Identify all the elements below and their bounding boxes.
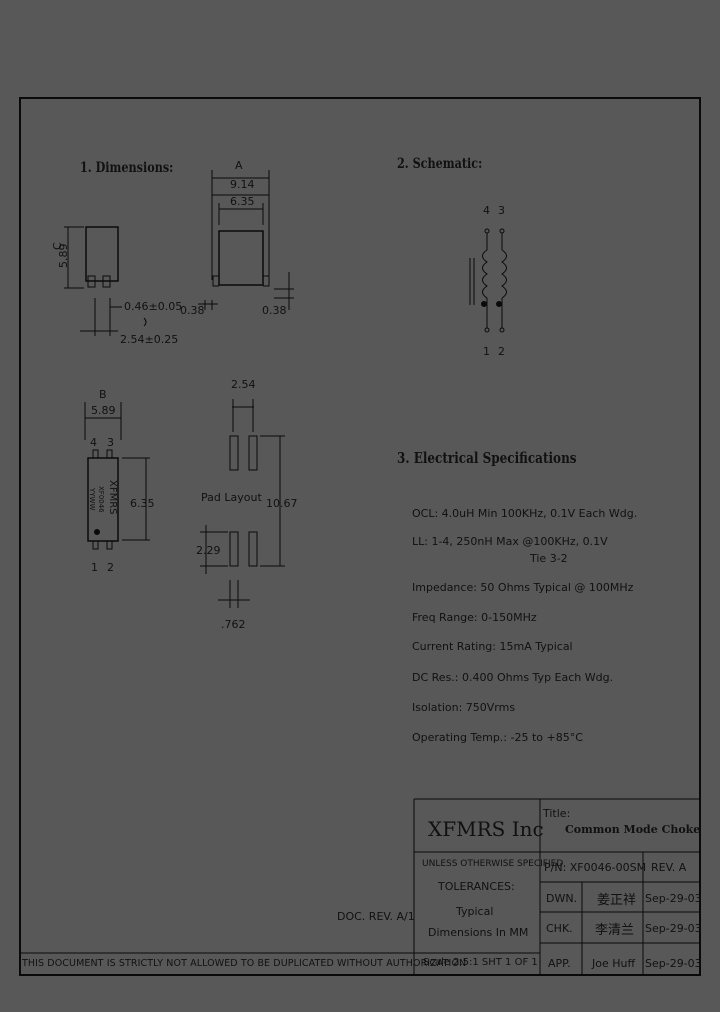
pad-dim-2-29: 2.29	[196, 544, 221, 557]
spec-operating-temp: Operating Temp.: -25 to +85°C	[412, 731, 583, 744]
dim-0-46: 0.46±0.05	[124, 300, 183, 313]
dim-2-54-pitch: 2.54±0.25	[120, 333, 179, 346]
dwn-date: Sep-29-03	[645, 892, 702, 905]
front-view	[198, 170, 294, 310]
dim-5-89-top: 5.89	[91, 404, 116, 417]
chk-signature: 李清兰	[595, 923, 635, 938]
schematic-pin-3: 3	[498, 204, 505, 217]
dim-0-38-right: 0.38	[262, 304, 287, 317]
dwn-signature: 姜正祥	[597, 893, 637, 908]
pin-label-3: 3	[107, 436, 114, 449]
spec-isolation: Isolation: 750Vrms	[412, 701, 516, 714]
schematic-drawing	[469, 228, 507, 333]
pad-dim-10-67: 10.67	[266, 497, 298, 510]
pad-layout-drawing	[200, 399, 285, 608]
app-date: Sep-29-03	[645, 957, 702, 970]
top-view	[84, 402, 150, 550]
doc-rev: DOC. REV. A/1	[337, 910, 415, 923]
pad-layout-title: Pad Layout	[201, 491, 262, 504]
spec-dc-res: DC Res.: 0.400 Ohms Typ Each Wdg.	[412, 671, 614, 684]
footer-notice: THIS DOCUMENT IS STRICTLY NOT ALLOWED TO…	[22, 958, 467, 969]
drawing-frame	[19, 97, 701, 976]
schematic-pin-2: 2	[498, 345, 505, 358]
spec-freq-range: Freq Range: 0-150MHz	[412, 611, 537, 624]
app-label: APP.	[548, 957, 571, 970]
schematic-pin-4: 4	[483, 204, 490, 217]
chk-label: CHK.	[546, 922, 573, 935]
title-block-lines	[19, 798, 700, 976]
dim-5-89-side: 5.89	[57, 243, 70, 269]
spec-ll-tie: Tie 3-2	[530, 552, 568, 565]
revision: REV. A	[651, 861, 687, 874]
spec-ll: LL: 1-4, 250nH Max @100KHz, 0.1V	[412, 535, 608, 548]
tolerances-label: TOLERANCES:	[438, 880, 515, 893]
title-label: Title:	[543, 807, 571, 820]
dim-0-38-left: 0.38	[180, 304, 205, 317]
pad-dim-762: .762	[221, 618, 246, 631]
section-dimensions-title: 1. Dimensions:	[80, 160, 174, 176]
dim-6-35-side: 6.35	[130, 497, 155, 510]
section-schematic-title: 2. Schematic:	[397, 156, 483, 172]
company-name: XFMRS Inc	[428, 817, 544, 841]
chk-date: Sep-29-03	[645, 922, 702, 935]
part-marking-line3: YYWW	[88, 488, 96, 511]
tolerances-typical: Typical	[456, 905, 494, 918]
title-value: Common Mode Choke	[565, 823, 701, 836]
spec-current-rating: Current Rating: 15mA Typical	[412, 640, 573, 653]
dim-b-label: B	[99, 388, 107, 401]
pin-label-1: 1	[91, 561, 98, 574]
pin-label-4: 4	[90, 436, 97, 449]
part-number: P/N: XF0046-00SM	[544, 861, 647, 874]
schematic-pin-1: 1	[483, 345, 490, 358]
part-marking-line1: XFMRS	[107, 480, 118, 515]
scale-sheet: Scale 2.5:1 SHT 1 OF 1	[423, 957, 538, 968]
dimensions-in-mm: Dimensions In MM	[428, 926, 529, 939]
dwn-label: DWN.	[546, 892, 578, 905]
pin-label-2: 2	[107, 561, 114, 574]
spec-ocl: OCL: 4.0uH Min 100KHz, 0.1V Each Wdg.	[412, 507, 638, 520]
pad-dim-2-54: 2.54	[231, 378, 256, 391]
unless-specified: UNLESS OTHERWISE SPECIFIED	[422, 859, 564, 869]
dim-a-label: A	[235, 159, 243, 172]
dim-9-14: 9.14	[230, 178, 255, 191]
dim-6-35-top: 6.35	[230, 195, 255, 208]
side-view	[64, 226, 147, 336]
section-electrical-title: 3. Electrical Specifications	[397, 449, 577, 467]
spec-impedance: Impedance: 50 Ohms Typical @ 100MHz	[412, 581, 634, 594]
app-value: Joe Huff	[592, 957, 636, 970]
